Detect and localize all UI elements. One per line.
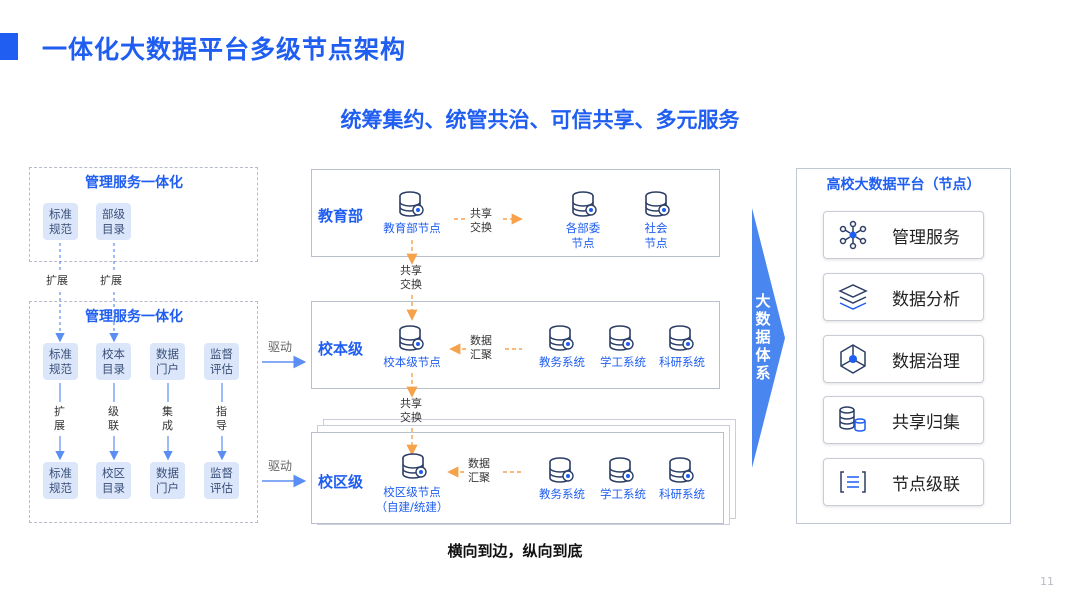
bottom-caption: 横向到边，纵向到底 [447, 542, 583, 560]
campus-gather-label: 数据 汇聚 [468, 457, 490, 484]
campus-node-label: 校区级节点 （自建/统建） [375, 485, 449, 514]
school-student-db-icon [609, 325, 634, 351]
school-node-db-icon [399, 325, 424, 351]
connector-guide: 指 导 [216, 405, 227, 432]
chip-standard-spec: 标准 规范 [43, 203, 78, 240]
chip-standard-spec-campus: 标准 规范 [43, 462, 78, 499]
chip-data-portal-campus: 数据 门户 [150, 462, 185, 499]
expand-label-2: 扩展 [100, 274, 122, 287]
service-management[interactable]: 管理服务 [823, 211, 984, 259]
page-number: 11 [1040, 575, 1054, 588]
ministries-node-label: 各部委 节点 [565, 221, 601, 250]
top-group-title: 管理服务一体化 [85, 175, 183, 191]
subtitle: 统筹集约、统管共治、可信共享、多元服务 [340, 108, 740, 132]
campus-sys-research: 科研系统 [659, 487, 705, 501]
chip-campus-catalog: 校区 目录 [96, 462, 131, 499]
chip-supervision-campus: 监督 评估 [204, 462, 239, 499]
service-label: 共享归集 [892, 412, 960, 433]
campus-research-db-icon [669, 457, 694, 483]
top-management-group [29, 167, 258, 262]
school-gather-label: 数据 汇聚 [470, 334, 492, 361]
chip-standard-spec-school: 标准 规范 [43, 343, 78, 380]
expand-label-1: 扩展 [46, 274, 68, 287]
campus-student-db-icon [609, 457, 634, 483]
school-sys-academic: 教务系统 [539, 355, 585, 369]
network-hub-icon [838, 219, 870, 251]
edu-exchange-label: 共享 交换 [470, 207, 492, 234]
service-label: 数据治理 [892, 351, 960, 372]
big-data-arrow [752, 208, 785, 468]
school-level-panel [311, 301, 720, 389]
between-exchange-2: 共享 交换 [400, 397, 422, 424]
service-label: 管理服务 [892, 227, 960, 248]
campus-level-panel [311, 432, 724, 524]
chip-ministry-catalog: 部级 目录 [96, 203, 131, 240]
campus-sys-academic: 教务系统 [539, 487, 585, 501]
bracket-list-icon [838, 466, 870, 498]
school-sys-research: 科研系统 [659, 355, 705, 369]
service-sharing[interactable]: 共享归集 [823, 396, 984, 444]
drive-label-campus: 驱动 [268, 459, 293, 473]
school-node-label: 校本级节点 [383, 355, 441, 369]
service-analysis[interactable]: 数据分析 [823, 273, 984, 321]
page-title: 一体化大数据平台多级节点架构 [42, 35, 407, 64]
layers-icon [838, 281, 870, 313]
connector-integrate: 集 成 [162, 405, 173, 432]
database-share-icon [838, 404, 870, 436]
platform-title: 高校大数据平台（节点） [826, 177, 981, 193]
school-sys-student: 学工系统 [600, 355, 646, 369]
connector-cascade: 级 联 [108, 405, 119, 432]
chip-data-portal-school: 数据 门户 [150, 343, 185, 380]
society-node-label: 社会 节点 [644, 221, 668, 250]
campus-academic-db-icon [549, 457, 574, 483]
edu-node-label: 教育部节点 [383, 221, 441, 235]
title-accent-bar [0, 33, 18, 60]
campus-level-label: 校区级 [318, 473, 364, 491]
school-research-db-icon [669, 325, 694, 351]
chip-supervision-school: 监督 评估 [204, 343, 239, 380]
society-db-icon [645, 191, 670, 217]
campus-sys-student: 学工系统 [600, 487, 646, 501]
ministries-db-icon [572, 191, 597, 217]
connector-expand: 扩 展 [54, 405, 65, 432]
campus-node-db-icon [402, 453, 427, 479]
edu-node-db-icon [399, 191, 424, 217]
school-academic-db-icon [549, 325, 574, 351]
drive-label-school: 驱动 [268, 340, 293, 354]
service-cascade[interactable]: 节点级联 [823, 458, 984, 506]
bottom-management-group [29, 301, 258, 523]
between-exchange-1: 共享 交换 [400, 264, 422, 291]
service-label: 数据分析 [892, 289, 960, 310]
edu-ministry-label: 教育部 [318, 207, 364, 225]
hexagon-network-icon [838, 343, 870, 375]
service-governance[interactable]: 数据治理 [823, 335, 984, 383]
service-label: 节点级联 [892, 474, 960, 495]
bottom-group-title: 管理服务一体化 [85, 309, 183, 325]
chip-school-catalog: 校本 目录 [96, 343, 131, 380]
school-level-label: 校本级 [318, 340, 364, 358]
big-data-system-label: 大 数 据 体 系 [755, 292, 771, 382]
